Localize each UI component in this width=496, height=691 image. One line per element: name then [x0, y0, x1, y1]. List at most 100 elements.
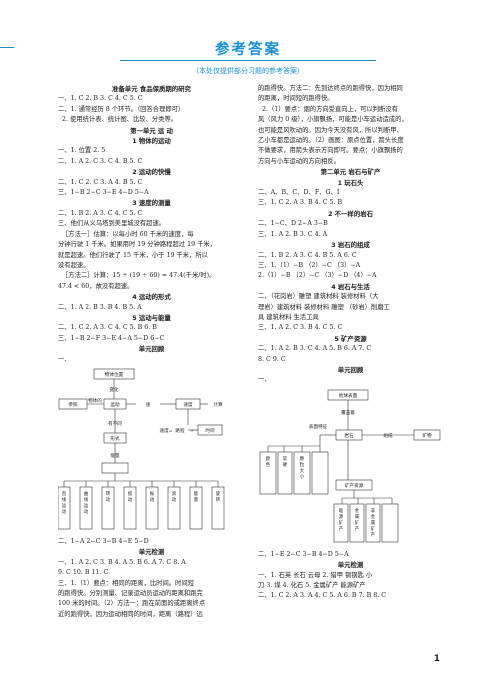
motion-form-char: 动 [106, 496, 111, 503]
right-top-line: 二、A、B、C、D、F、G、I [258, 189, 340, 197]
motion-form-char: 动 [172, 496, 177, 503]
rock-map-compose: 组成 [383, 432, 393, 439]
motion-concept-map: 物体位置 变化 参照 物体的 运动 速 速度 计算 速度= 路程 ÷ 时间 有不… [58, 367, 245, 535]
map-speed-eq: 速度= [159, 427, 172, 434]
motion-form-char: 滚 [172, 490, 177, 497]
rock-feature-char: 大 [300, 467, 305, 474]
map-speed-time: 时间 [205, 427, 215, 434]
right-top-line: 2 不一样的岩石 [327, 209, 373, 218]
mineral-resource-char: 属 [371, 520, 375, 526]
left-bottom-line: 100 米的时间。（2）方法一：跑在前面的或距离终点 [58, 600, 206, 608]
right-top-line: 也可能是风吹动的。因为今天没有风，所以判断甲、 [258, 126, 403, 134]
right-bottom-line: 二、1. C 2. A 3. A 4. C 5. A 6. B 7. B 8. … [258, 592, 387, 600]
right-bottom-line: 一、1. 石英 长石 云母 2. 猎甲 铜钢匙 小 [258, 571, 373, 579]
left-top-line: 第一单元 运 动 [130, 126, 173, 135]
motion-form-char: 运 [62, 502, 67, 509]
mineral-resource-char: 金 [371, 513, 376, 520]
page-title: 参考答案 [215, 42, 281, 58]
right-top-line: 二、1−C、D 2−A 3−B [258, 220, 328, 228]
left-top-line: 三、1−B 2−F 3−E 4−A 5−D 6−C [58, 334, 165, 342]
edge-marker [0, 47, 14, 48]
map-node-position: 物体位置 [105, 371, 124, 378]
mineral-resource-char: 矿 [339, 519, 344, 526]
motion-form-char: 量 [194, 496, 199, 503]
left-top-line: 2. 使用统计表、统计图、比较、分类等。 [62, 116, 178, 124]
motion-form-char: 曲 [84, 490, 88, 497]
left-bottom-line: 近的跑得快，因为运动相同的时间，距离（路程）远 [58, 610, 203, 618]
right-top-line: 二、1. B 2. A 3. C 4. B 5. A 6. C [258, 251, 357, 259]
motion-form-char: 直 [62, 490, 67, 497]
left-bottom-line: 的跑得快。分别测量、记录运动员运动的距离和跑完 [58, 590, 203, 597]
left-top-line: 分钟行驶 1 千米。如果用时 19 分钟路程超过 19 千米， [58, 241, 216, 249]
left-top-line: 2 运动的快慢 [132, 168, 171, 177]
rock-feature-char: 颜 [266, 455, 271, 462]
right-top-line: 2.（1）要点：烟的方向受直向上，可以判断没有 [262, 105, 398, 113]
left-bottom-line: 单元检测 [138, 548, 165, 557]
left-top-line: 没有超速。 [58, 261, 90, 269]
motion-form-box-label: 滚动 [172, 490, 177, 503]
right-top-line: 1 玩石头 [337, 178, 364, 187]
right-top-line: 三、1.（1）−B （2）−C （3）−A [258, 261, 361, 269]
left-top-line: 3 速度的测量 [132, 199, 171, 208]
left-top-line: 二、1. A 2. B 3. B 4. B 5. A [58, 303, 142, 311]
right-top-line: 不做要求，用箭头表示方向即可。要点：小旗飘扬的 [258, 147, 403, 155]
right-column: 的跑得快。方法二：先到达终点的跑得快，因为相同的距离，时间短的跑得快。2.（1）… [258, 84, 443, 602]
rock-map-covered: 覆盖着 [341, 409, 355, 416]
rock-map-rock: 岩石 [344, 432, 354, 439]
mineral-resource-char: 产 [355, 525, 360, 532]
motion-form-box-label: 摆动 [128, 490, 133, 503]
right-top-line: 单元回顾 [337, 365, 364, 374]
right-top-line: 具 建筑材料 生活工具 [258, 313, 319, 321]
rock-map-earth-surface: 地球表面 [339, 392, 358, 399]
mineral-resource-char: 源 [339, 513, 344, 520]
right-bottom-line: 单元检测 [337, 561, 364, 570]
motion-form-char: 线 [62, 496, 67, 503]
right-top-line: 3 岩石的组成 [331, 241, 370, 250]
map-node-form: 形式 [110, 435, 120, 442]
map-link-forms: 有不同 [108, 420, 122, 427]
map-node-reference: 参照 [68, 401, 78, 408]
right-top-line: 的跑得快。方法二：先到达终点的跑得快，因为相同 [258, 85, 403, 92]
rock-feature-char: 硬 [283, 462, 288, 468]
motion-form-char: 转 [106, 490, 111, 497]
rock-feature-box-label: 颜色 [266, 455, 271, 468]
right-top-line: 方向与小车运动的方向相反。 [258, 157, 340, 165]
map-speed-div: ÷ [190, 429, 194, 434]
left-top-line: 二、1. C 2. C 3. A 4. B 5. C [58, 178, 143, 186]
motion-form-char: 动 [62, 508, 67, 515]
right-top-line: 一、 [258, 376, 271, 384]
right-top-line: 理岩）建筑材料 装修材料 雕塑 （砂岩）削磨工 [258, 303, 390, 311]
right-top-line: 4 岩石与生活 [331, 282, 370, 291]
left-top-line: 二、1. A 2. C 3. C 4. B 5. C [58, 157, 143, 165]
motion-form-char: 摆 [128, 490, 133, 497]
left-top-line: 一、1. 位置 2. 5 [58, 147, 106, 155]
left-bottom-line: 三、1.（1）要点：相同的距离，比时间。时间短 [58, 579, 194, 587]
right-top-line: 第二单元 岩石与矿产 [320, 168, 381, 177]
motion-form-char: 线 [84, 496, 89, 503]
motion-form-char: 动 [150, 496, 155, 503]
mineral-resource-char: 能 [339, 507, 344, 514]
right-top-line: 5 矿产资源 [334, 334, 367, 343]
rock-map-mineral: 矿物 [422, 432, 432, 439]
map-speed-distance: 路程 [175, 427, 185, 434]
left-top-line: 三、1−B 2−C 3−E 4−D 5−A [58, 189, 149, 197]
rock-feature-box-label: 软硬 [283, 455, 288, 468]
left-top-line: 准备单元 食品保质期的研究 [112, 85, 191, 93]
rock-feature-char: 小 [300, 473, 305, 480]
left-bottom-line: 一、1. A 2. C 3. B 4. A 5. B 6. A 7. C 8. … [58, 558, 186, 566]
left-top-line: ［方法一］估算：以每小时 60 千米的速度，每 [62, 230, 194, 238]
left-bottom-line: 9. C 10. B 11. C [58, 569, 109, 577]
right-top-line: 乙小车都是运动的。（2）画图：原点位置，箭头长度 [258, 137, 404, 145]
mineral-resource-char: 产 [339, 525, 344, 532]
left-top-line: ［方法二］计算：15 ÷ (19 ÷ 60) ≈ 47.4(千米/时)。 [62, 272, 216, 280]
map-link-energy: 能量 [110, 452, 120, 459]
mineral-resource-char: 产 [371, 531, 376, 538]
motion-form-char: 能 [194, 490, 199, 497]
